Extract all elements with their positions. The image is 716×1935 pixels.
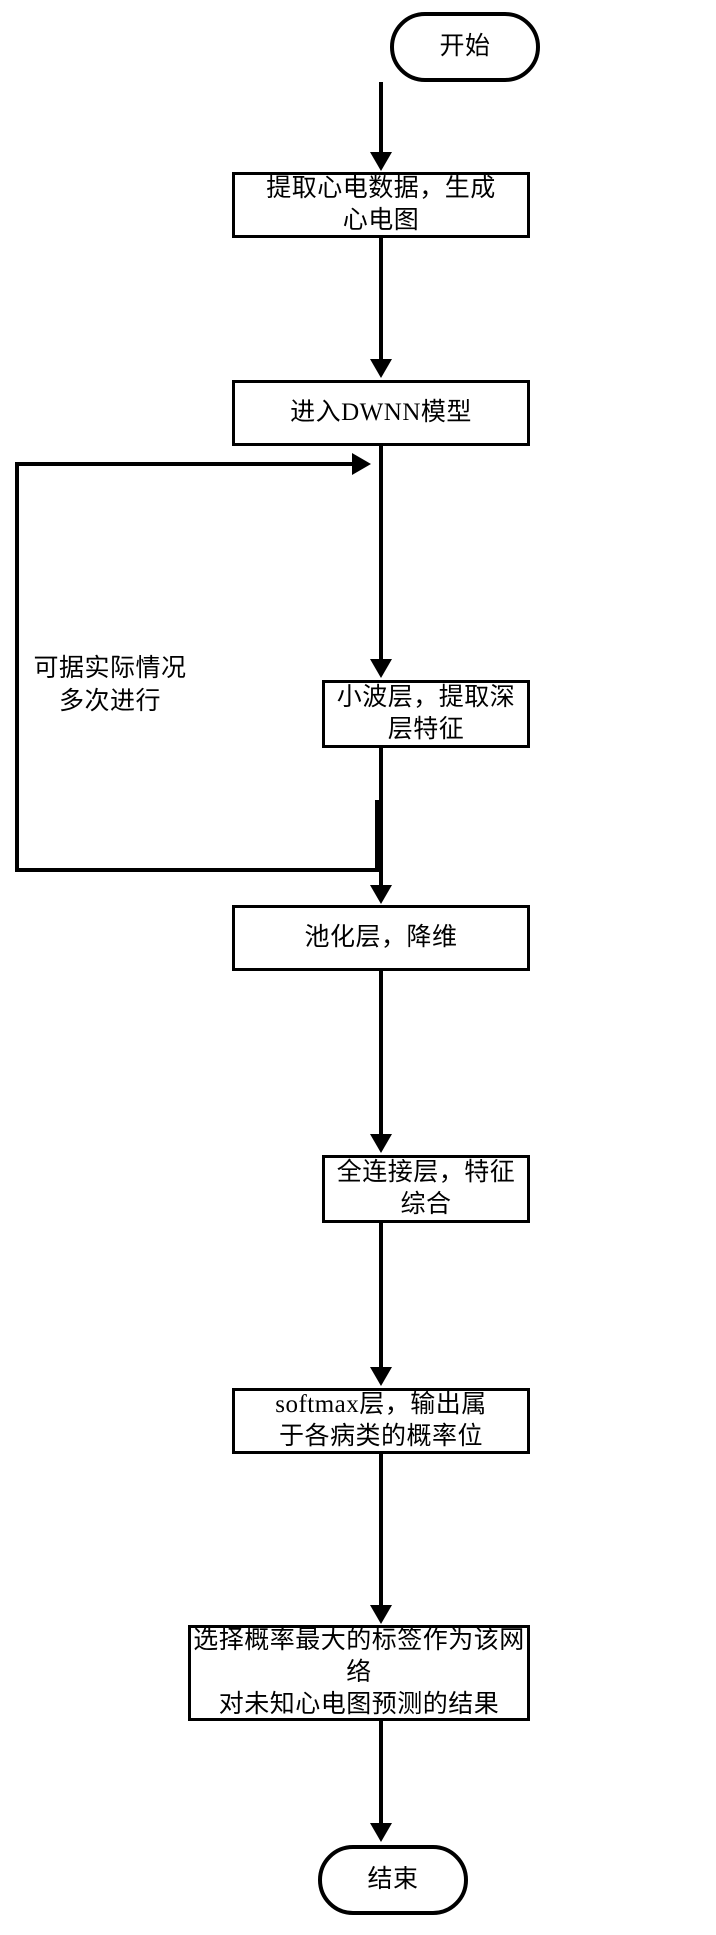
- node-enter-dwnn-model[interactable]: 进入DWNN模型: [232, 380, 530, 446]
- node-start[interactable]: 开始: [390, 12, 540, 82]
- edge-loop-bottom-segment: [15, 868, 379, 872]
- edge-model-to-wavelet-line: [379, 446, 383, 660]
- node-softmax-layer[interactable]: softmax层，输出属 于各病类的概率位: [232, 1388, 530, 1454]
- node-wavelet-layer[interactable]: 小波层，提取深层特征: [322, 680, 530, 748]
- node-fully-connected-layer[interactable]: 全连接层，特征综合: [322, 1155, 530, 1223]
- edge-softmax-to-select-arrow: [370, 1605, 392, 1624]
- edge-fc-to-softmax-line: [379, 1223, 383, 1368]
- node-end[interactable]: 结束: [318, 1845, 468, 1915]
- edge-extract-to-model-line: [379, 238, 383, 360]
- edge-wavelet-to-pooling-arrow: [370, 885, 392, 904]
- edge-softmax-to-select-line: [379, 1454, 383, 1606]
- edge-loop-drop-segment: [375, 800, 379, 872]
- edge-pooling-to-fc-arrow: [370, 1134, 392, 1153]
- edge-loop-left-riser: [15, 462, 19, 872]
- loop-note-label: 可据实际情况 多次进行: [33, 655, 187, 715]
- edge-loop-return-arrow: [352, 453, 371, 475]
- edge-extract-to-model-arrow: [370, 359, 392, 378]
- node-select-max-prob-label[interactable]: 选择概率最大的标签作为该网络 对未知心电图预测的结果: [188, 1625, 530, 1721]
- edge-fc-to-softmax-arrow: [370, 1367, 392, 1386]
- edge-model-to-wavelet-arrow: [370, 659, 392, 678]
- edge-start-to-extract-line: [379, 82, 383, 154]
- node-extract-ecg[interactable]: 提取心电数据，生成 心电图: [232, 172, 530, 238]
- edge-loop-top-segment: [15, 462, 353, 466]
- edge-select-to-end-line: [379, 1721, 383, 1824]
- edge-pooling-to-fc-line: [379, 971, 383, 1134]
- edge-start-to-extract-arrow: [370, 152, 392, 171]
- edge-wavelet-to-pooling-line: [379, 748, 383, 887]
- edge-select-to-end-arrow: [370, 1823, 392, 1842]
- node-pooling-layer[interactable]: 池化层，降维: [232, 905, 530, 971]
